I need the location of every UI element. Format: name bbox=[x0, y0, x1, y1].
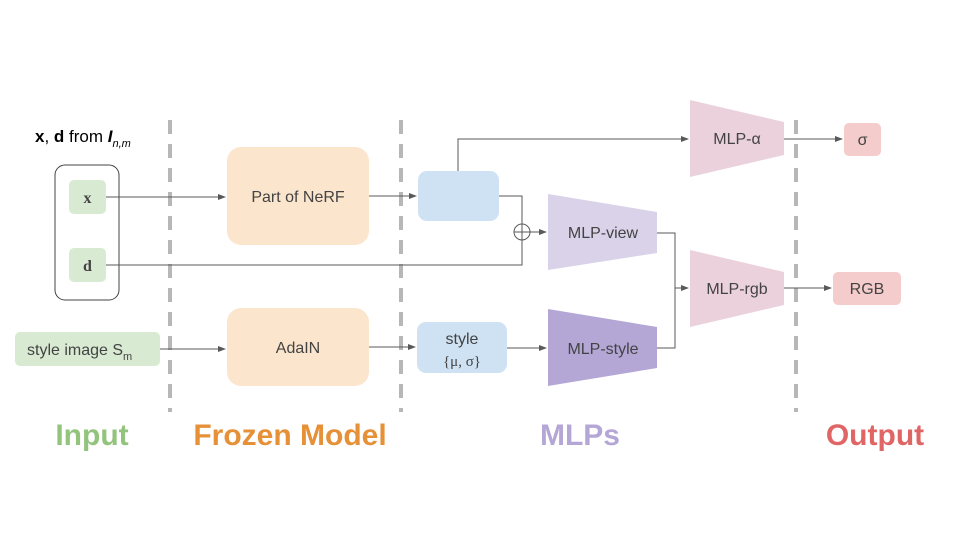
mlp-rgb-label: MLP-rgb bbox=[706, 281, 767, 298]
section-title-mlps: MLPs bbox=[540, 419, 620, 452]
section-title-frozen-model: Frozen Model bbox=[193, 419, 386, 452]
x-input-box bbox=[69, 180, 106, 214]
rgb-output-label: RGB bbox=[850, 281, 885, 298]
d-input-box bbox=[69, 248, 106, 282]
style-image-label: style image Sm bbox=[27, 342, 132, 363]
nerf-label: Part of NeRF bbox=[251, 189, 345, 206]
mlp-rgb-block bbox=[690, 250, 784, 327]
connectors bbox=[106, 136, 843, 352]
mlp-style-label: MLP-style bbox=[567, 341, 638, 358]
style-image-box bbox=[15, 332, 160, 366]
section-title-output: Output bbox=[826, 419, 924, 452]
style-feature-label: style bbox=[446, 331, 479, 348]
adain-box bbox=[227, 308, 369, 386]
section-title-input: Input bbox=[55, 419, 128, 452]
rgb-output-box bbox=[833, 272, 901, 305]
mlp-alpha-label: MLP-α bbox=[713, 131, 760, 148]
style-stats-label: {μ, σ} bbox=[443, 354, 481, 370]
nerf-feature-box bbox=[418, 171, 499, 221]
mlp-style-block bbox=[548, 309, 657, 386]
concat-icon bbox=[513, 223, 531, 241]
sigma-output-label: σ bbox=[858, 132, 868, 149]
mlp-view-block bbox=[548, 194, 657, 270]
sigma-output-box bbox=[844, 123, 881, 156]
ray-input-group bbox=[54, 164, 120, 301]
adain-label: AdaIN bbox=[276, 340, 320, 357]
input-header: x, d from In,m bbox=[35, 127, 131, 150]
nerf-box bbox=[227, 147, 369, 245]
style-feature-box bbox=[417, 322, 507, 373]
mlp-alpha-block bbox=[690, 100, 784, 177]
mlp-view-label: MLP-view bbox=[568, 225, 639, 242]
x-label: x bbox=[84, 190, 92, 207]
d-label: d bbox=[83, 258, 92, 275]
